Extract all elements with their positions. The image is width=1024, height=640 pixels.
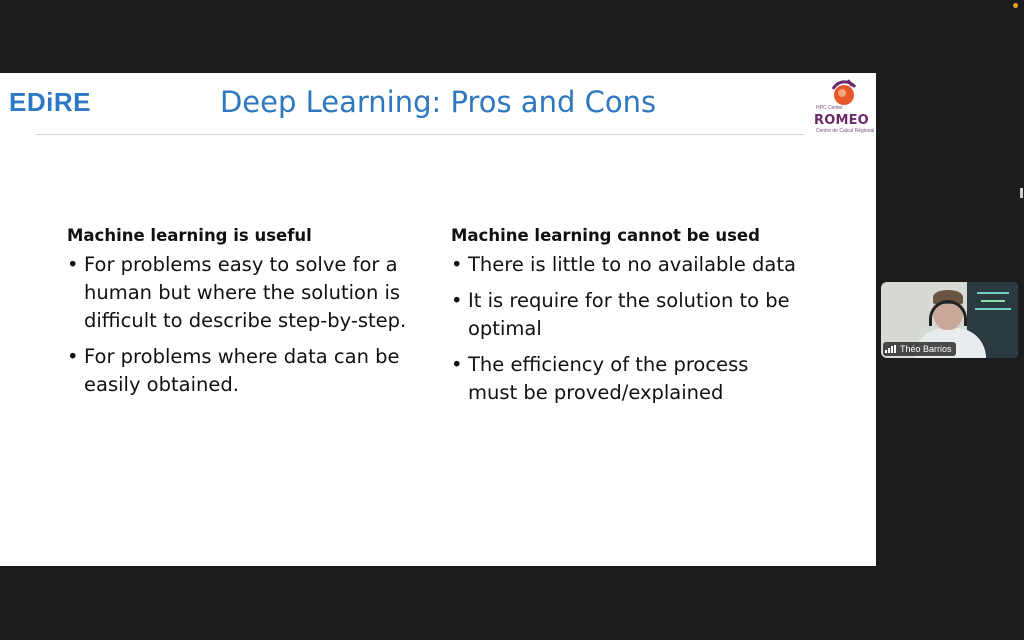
- list-item-text: For problems easy to solve for a human b…: [84, 253, 407, 332]
- bullet-icon: •: [67, 345, 79, 368]
- romeo-wordmark: ROMEO: [814, 113, 869, 128]
- slide-title-text: Deep Learning: Pros and Cons: [219, 85, 657, 119]
- cons-heading: Machine learning cannot be used: [451, 226, 760, 245]
- monitor-graph-line: [981, 300, 1005, 302]
- signal-bars-icon: [885, 345, 896, 353]
- monitor-graph-line: [975, 308, 1011, 310]
- participant-name: Théo Barrios: [900, 344, 952, 354]
- pros-list: •For problems easy to solve for a human …: [67, 251, 447, 399]
- edire-logo: EDiRE: [9, 87, 91, 117]
- monitor-graph-line: [977, 292, 1009, 294]
- bullet-icon: •: [451, 253, 463, 276]
- pros-heading: Machine learning is useful: [67, 226, 312, 245]
- list-item-text: There is little to no available data: [468, 253, 796, 276]
- headset-icon: [929, 300, 967, 326]
- bullet-icon: •: [451, 289, 463, 312]
- list-item-text: The efficiency of the process must be pr…: [468, 353, 749, 404]
- status-indicator-dot: [1013, 3, 1018, 8]
- list-item: •For problems where data can be easily o…: [67, 343, 424, 399]
- shared-slide: EDiRE Deep Learning: Pros and Cons HPC C…: [0, 73, 876, 566]
- list-item: •For problems easy to solve for a human …: [67, 251, 424, 335]
- cons-column: Machine learning cannot be used •There i…: [451, 226, 831, 415]
- participant-name-label: Théo Barrios: [883, 342, 956, 356]
- romeo-emblem-icon: [831, 79, 857, 105]
- list-item-text: It is require for the solution to be opt…: [468, 289, 790, 340]
- cons-list: •There is little to no available data •I…: [451, 251, 831, 407]
- list-item: •It is require for the solution to be op…: [451, 287, 803, 343]
- romeo-caption: Centre de Calcul Régional: [816, 128, 875, 134]
- list-item-text: For problems where data can be easily ob…: [84, 345, 400, 396]
- side-scroll-handle[interactable]: [1020, 188, 1023, 198]
- bullet-icon: •: [451, 353, 463, 376]
- pros-column: Machine learning is useful •For problems…: [67, 226, 447, 407]
- romeo-logo: HPC Center ROMEO Centre de Calcul Région…: [812, 77, 876, 135]
- participant-video-tile[interactable]: Théo Barrios: [881, 282, 1018, 358]
- list-item: •The efficiency of the process must be p…: [451, 351, 803, 407]
- slide-title: Deep Learning: Pros and Cons: [0, 85, 876, 119]
- title-divider: [36, 134, 804, 135]
- romeo-caption-top: HPC Center: [816, 105, 843, 111]
- list-item: •There is little to no available data: [451, 251, 803, 279]
- bullet-icon: •: [67, 253, 79, 276]
